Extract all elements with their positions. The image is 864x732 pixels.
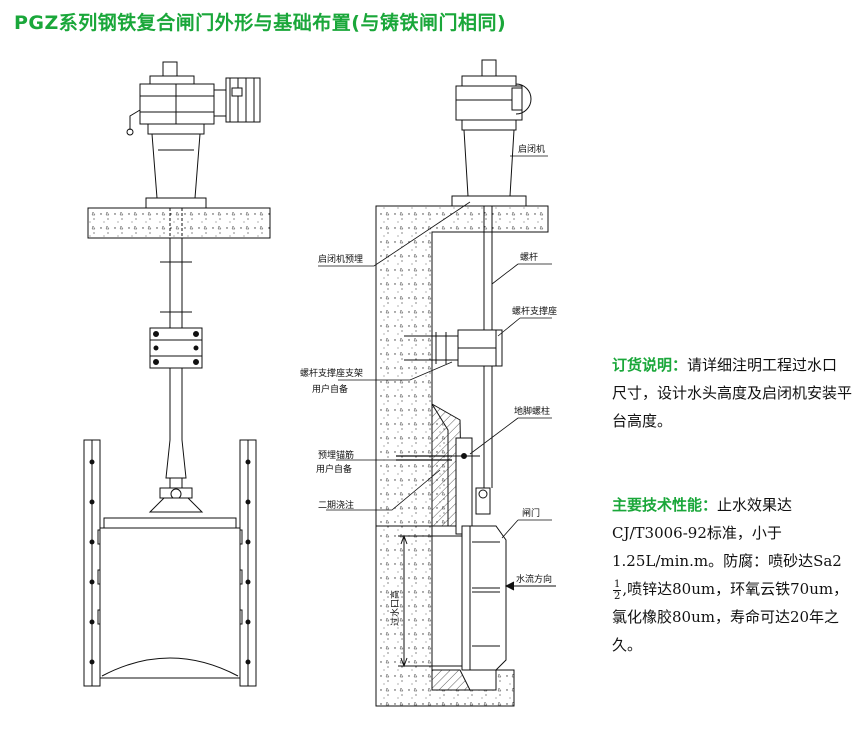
tech-note-text-a: 止水效果达CJ/T3006-92标准，小于1.25L/min.m。防腐：喷砂达S… — [612, 496, 842, 570]
gate-leaf-front — [99, 517, 241, 679]
hoist-pedestal — [145, 123, 207, 209]
gate-leaf-section — [452, 437, 507, 671]
hoist-platform-slab — [87, 207, 271, 239]
lifting-lug — [148, 487, 204, 513]
hoist-gearbox — [126, 61, 261, 136]
label-screw-rod: 螺杆 — [520, 251, 538, 263]
label-embed-rebar-note: 用户自备 — [316, 463, 352, 475]
fraction-denominator: 2 — [614, 590, 621, 602]
opening-height-dimension — [398, 534, 462, 668]
label-gate: 闸门 — [522, 507, 540, 519]
rod-support-front — [149, 327, 203, 369]
tech-note: 主要技术性能：止水效果达CJ/T3006-92标准，小于1.25L/min.m。… — [612, 491, 852, 659]
label-hoist-embed: 启闭机预埋 — [318, 253, 363, 265]
leader-lines — [318, 155, 552, 539]
page-title: PGZ系列钢铁复合闸门外形与基础布置(与铸铁闸门相同) — [14, 12, 507, 34]
front-elevation — [83, 61, 271, 687]
order-note-heading: 订货说明 — [612, 356, 673, 374]
label-hoist: 启闭机 — [518, 143, 545, 155]
label-rod-support: 螺杆支撑座 — [512, 305, 557, 317]
flow-direction-arrow — [504, 581, 556, 591]
tech-note-heading: 主要技术性能 — [612, 496, 703, 514]
rod-support-section — [404, 329, 503, 367]
tech-note-text-b: ,喷锌达80um，环氧云铁70um，氯化橡胶80um，寿命可达20年之久。 — [612, 580, 849, 654]
fraction-numerator: 1 — [613, 578, 622, 591]
tech-note-colon: ： — [702, 496, 718, 514]
side-section — [375, 59, 556, 707]
label-second-pour: 二期浇注 — [318, 499, 354, 511]
label-anchor-bolt: 地脚螺柱 — [514, 405, 550, 417]
hoist-section — [451, 59, 532, 207]
label-support-bracket: 螺杆支撑座支架 — [300, 367, 363, 379]
label-opening-height: 过水口高 — [389, 590, 401, 626]
order-note-text: 请详细注明工程过水口尺寸，设计水头高度及启闭机安装平台高度。 — [612, 356, 853, 430]
label-support-bracket-note: 用户自备 — [312, 383, 348, 395]
label-embed-rebar: 预埋锚筋 — [318, 449, 354, 461]
label-flow-direction: 水流方向 — [516, 573, 552, 585]
order-note-colon: ： — [672, 356, 688, 374]
order-note: 订货说明：请详细注明工程过水口尺寸，设计水头高度及启闭机安装平台高度。 — [612, 351, 852, 435]
